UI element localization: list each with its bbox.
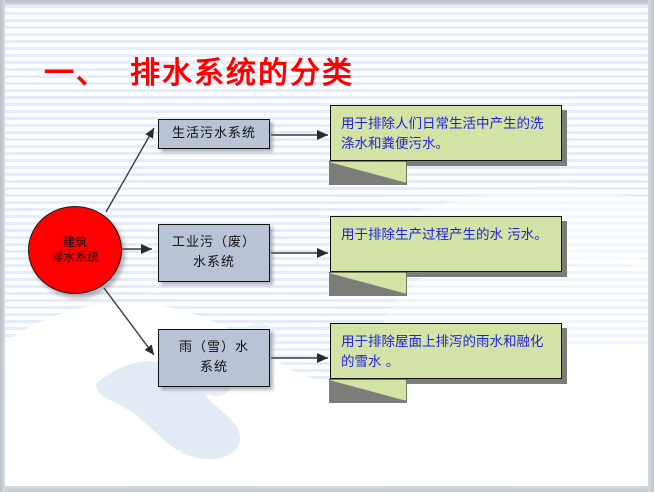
diagram-branch-box-2[interactable]: 工业污（废） 水系统 bbox=[158, 224, 270, 282]
diagram-root-label-line1: 建筑 bbox=[62, 235, 87, 249]
diagram-note-2[interactable]: 用于排除生产过程产生的水 污水。 bbox=[329, 216, 567, 296]
diagram-note-2-text: 用于排除生产过程产生的水 污水。 bbox=[341, 227, 548, 243]
slide-frame-left bbox=[0, 0, 5, 492]
note-1-fold-icon bbox=[329, 161, 407, 185]
slide-frame-right bbox=[648, 0, 654, 492]
diagram-branch-box-2-label: 工业污（废） 水系统 bbox=[171, 235, 256, 270]
diagram-branch-box-1-label: 生活污水系统 bbox=[171, 126, 256, 141]
diagram-note-1-text: 用于排除人们日常生活中产生的洗涤水和粪便污水。 bbox=[341, 116, 544, 152]
diagram-branch-box-3[interactable]: 雨（雪）水 系统 bbox=[158, 329, 270, 387]
page-title: 一、排水系统的分类 bbox=[44, 48, 354, 92]
note-3-body: 用于排除屋面上排泻的雨水和融化的雪水 。 bbox=[330, 323, 562, 379]
diagram-note-3[interactable]: 用于排除屋面上排泻的雨水和融化的雪水 。 bbox=[329, 323, 567, 403]
note-1-body: 用于排除人们日常生活中产生的洗涤水和粪便污水。 bbox=[330, 105, 562, 161]
diagram-note-1[interactable]: 用于排除人们日常生活中产生的洗涤水和粪便污水。 bbox=[329, 105, 567, 185]
diagram-root-label-line2: 排水系统 bbox=[50, 250, 99, 264]
note-3-fold-icon bbox=[329, 379, 407, 403]
page-title-text: 排水系统的分类 bbox=[130, 56, 354, 91]
diagram-branch-box-1[interactable]: 生活污水系统 bbox=[158, 119, 270, 149]
slide-frame-bottom bbox=[0, 486, 654, 492]
page-title-number: 一、 bbox=[44, 56, 108, 91]
diagram-root-node[interactable]: 建筑 排水系统 bbox=[28, 206, 122, 294]
slide-frame-top bbox=[0, 0, 654, 5]
note-2-body: 用于排除生产过程产生的水 污水。 bbox=[330, 216, 562, 272]
note-2-fold-icon bbox=[329, 272, 407, 296]
diagram-note-3-text: 用于排除屋面上排泻的雨水和融化的雪水 。 bbox=[341, 334, 544, 370]
diagram-branch-box-3-label: 雨（雪）水 系统 bbox=[178, 340, 249, 375]
